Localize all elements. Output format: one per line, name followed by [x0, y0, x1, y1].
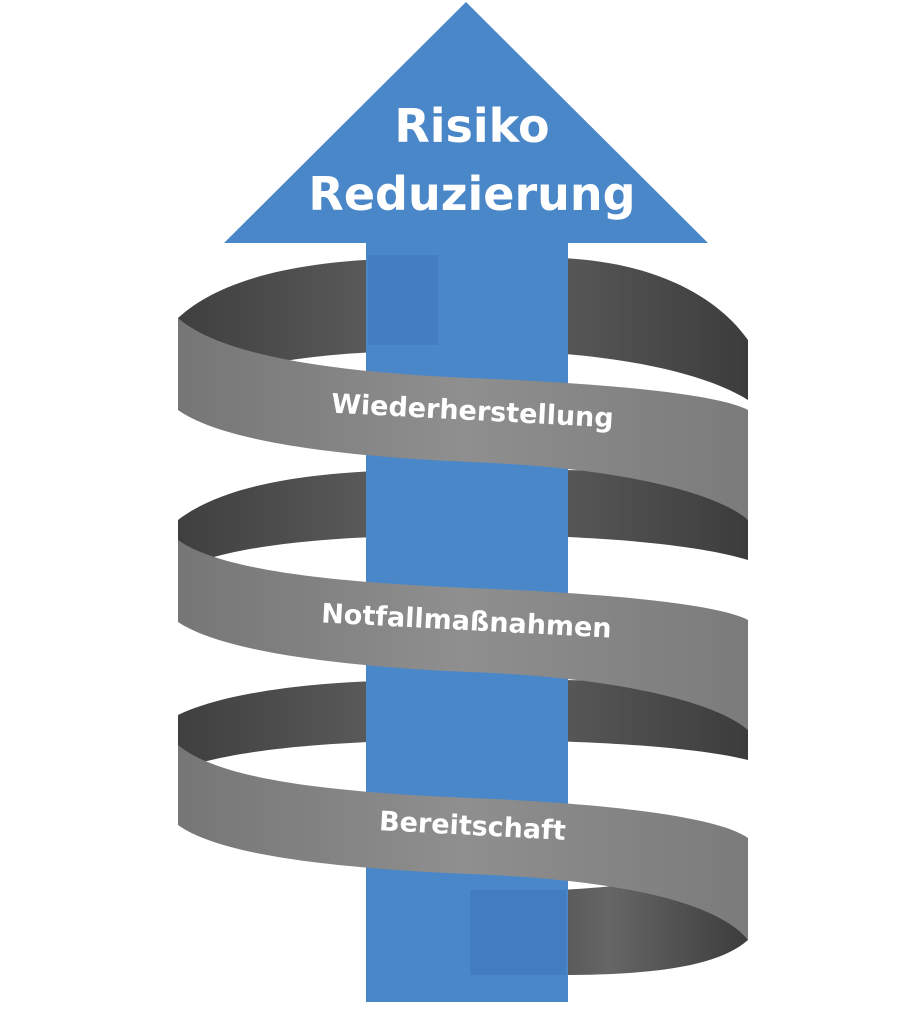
arrow — [224, 2, 708, 1002]
title-line-2: Reduzierung — [308, 167, 635, 221]
title-line-1: Risiko — [394, 99, 549, 153]
band-front-bereitschaft — [178, 745, 748, 940]
band-front-wiederherstellung — [178, 318, 748, 520]
arrow-head — [224, 2, 708, 1002]
arrow-shaft-shade-lower — [470, 890, 566, 975]
arrow-shaft-shade — [368, 255, 438, 345]
spiral-front — [178, 318, 748, 940]
band-front-notfallmassnahmen — [178, 540, 748, 730]
